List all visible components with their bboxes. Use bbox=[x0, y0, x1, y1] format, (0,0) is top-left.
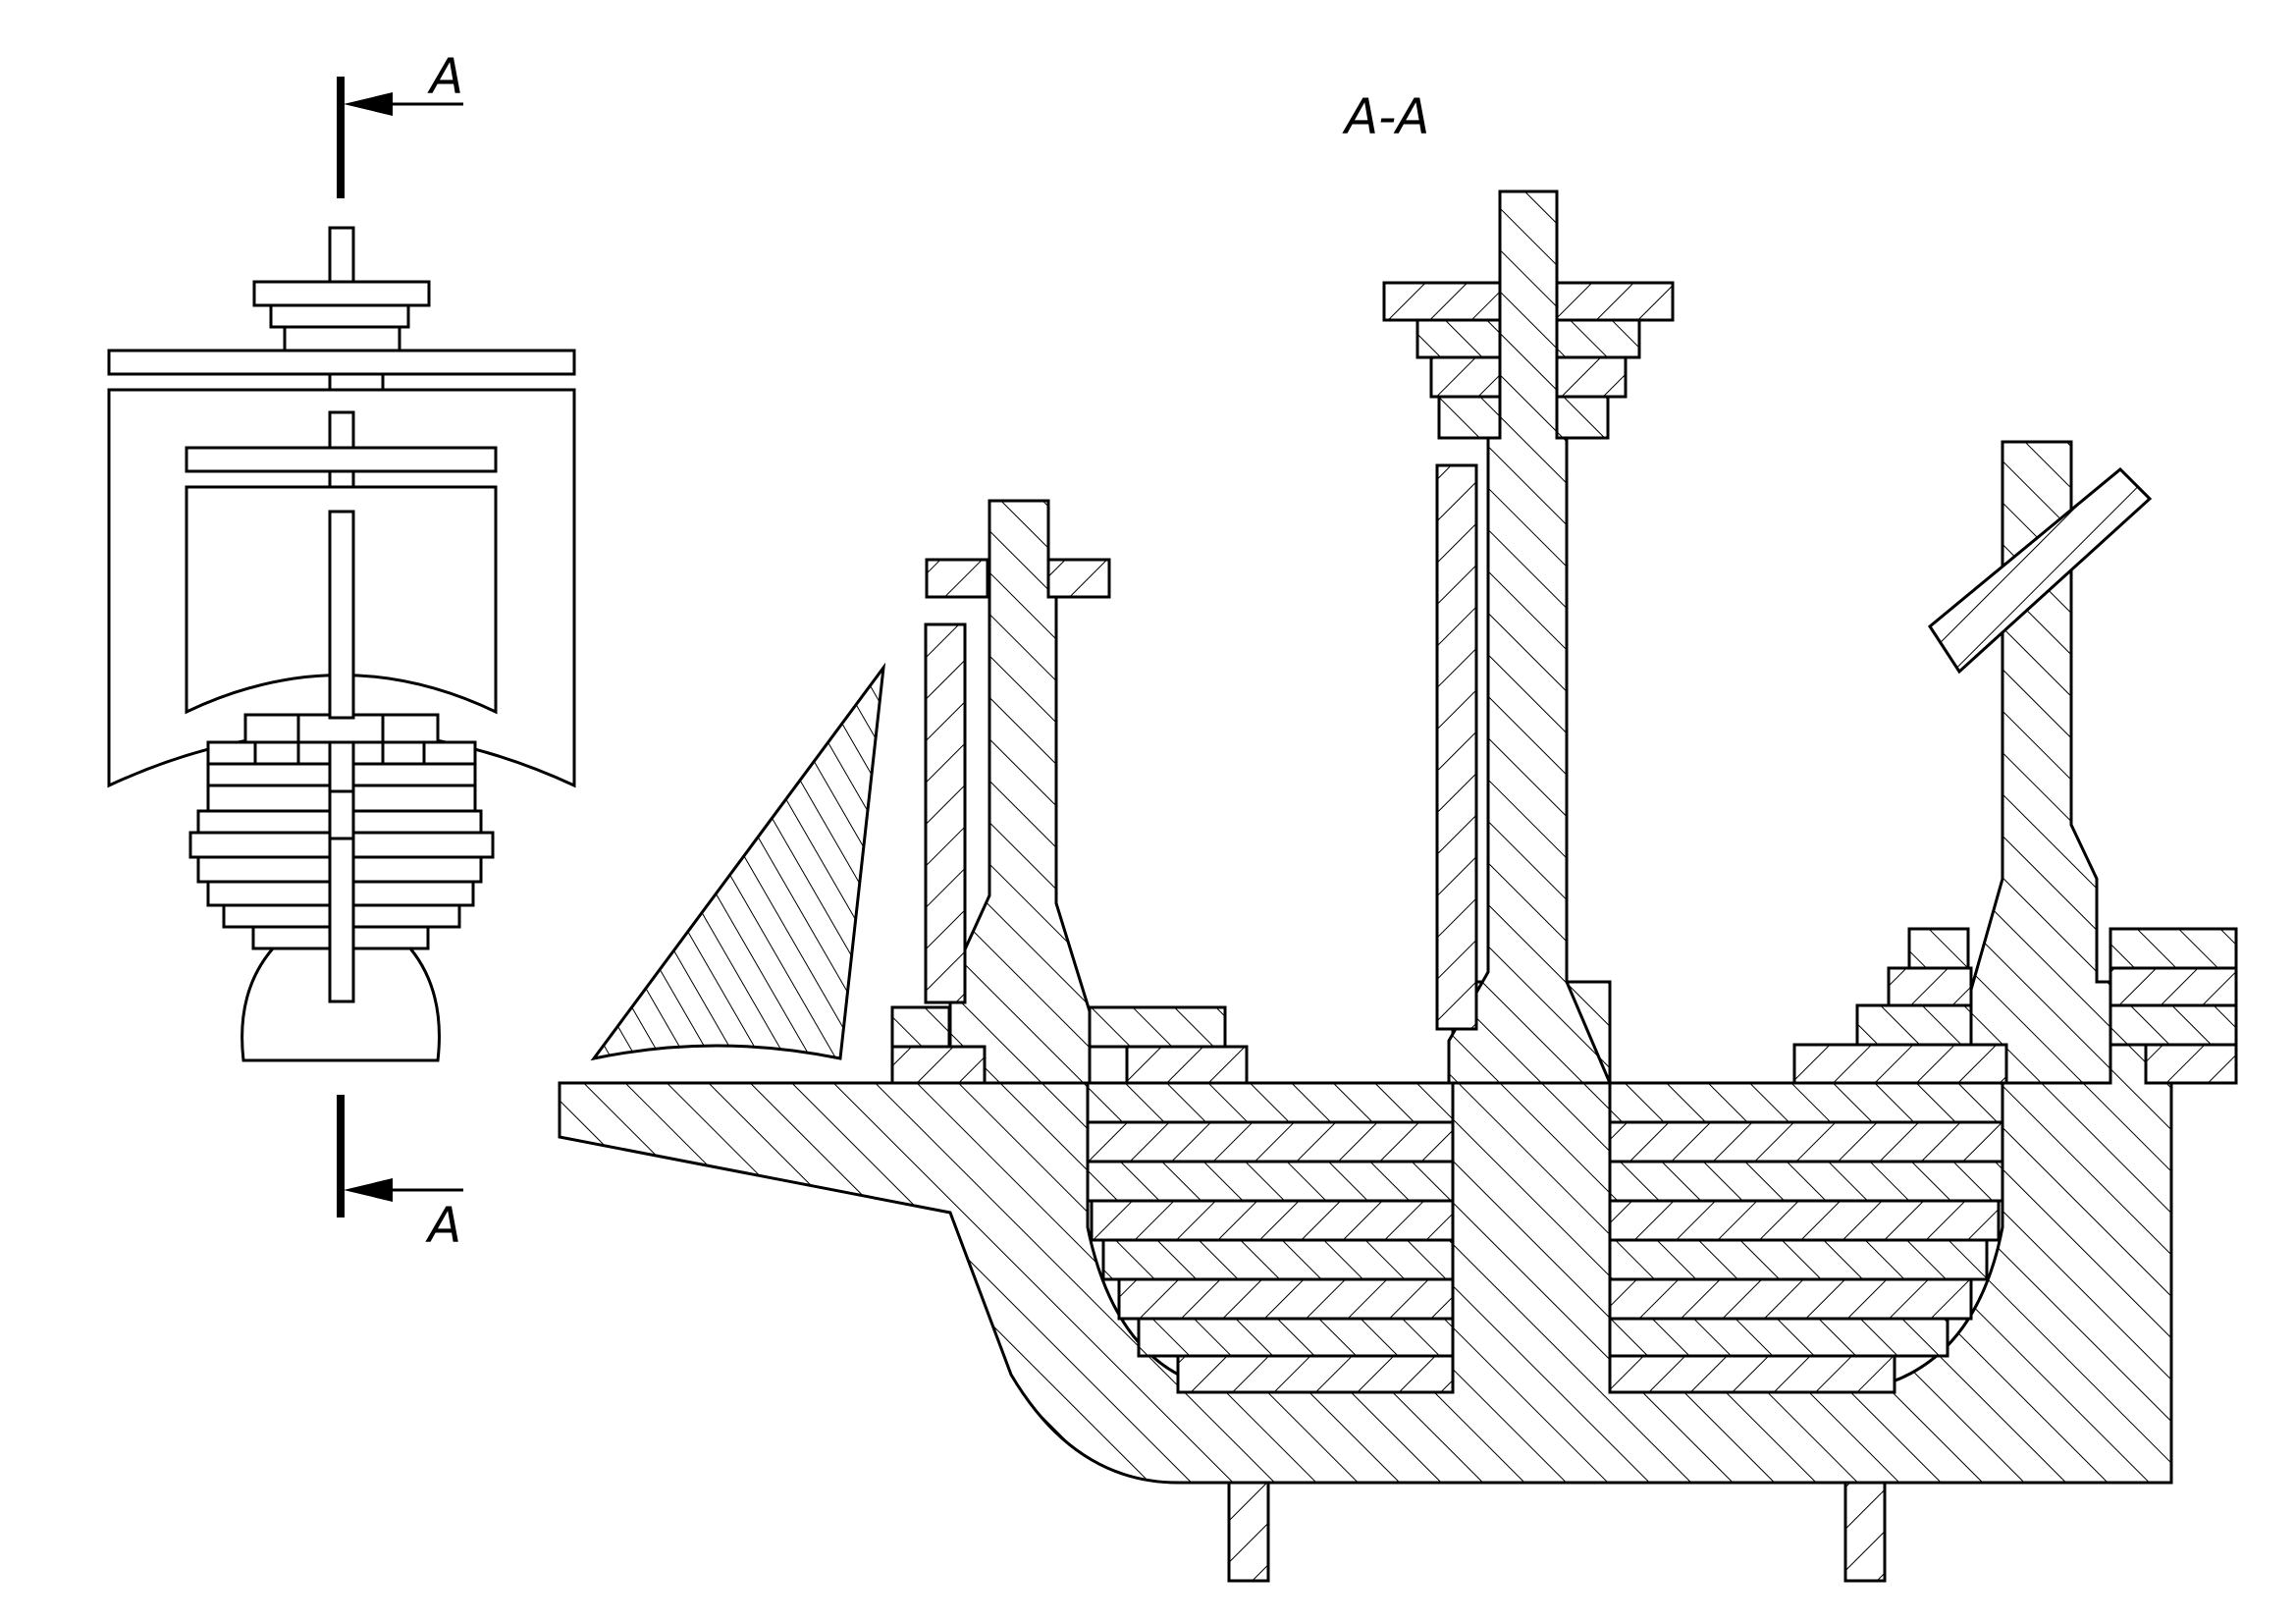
main-mast bbox=[1447, 189, 1613, 1085]
stern-block-4 bbox=[2144, 1043, 2238, 1085]
front-mast-lower-3 bbox=[328, 837, 355, 1003]
aft-step-2 bbox=[1887, 966, 1973, 1007]
cut-label-top: A bbox=[427, 48, 463, 105]
keel-leg-right bbox=[1843, 1481, 1887, 1583]
main-cap-right-4 bbox=[1555, 395, 1610, 440]
aft-step-3 bbox=[1855, 1003, 1973, 1047]
front-mast-upper bbox=[328, 510, 355, 720]
plank-r2 bbox=[1608, 1120, 2004, 1163]
cut-marker-bottom: A bbox=[337, 1095, 463, 1254]
front-yard-mid bbox=[185, 446, 498, 473]
hold-right-planks bbox=[1608, 1081, 2004, 1394]
plank-r8 bbox=[1608, 1354, 1896, 1394]
front-mast-lower-1 bbox=[328, 740, 355, 793]
front-mast-segment-2 bbox=[328, 469, 355, 489]
plank-l2 bbox=[1086, 1120, 1455, 1163]
aft-step-1 bbox=[1907, 927, 1970, 970]
plank-l7 bbox=[1137, 1317, 1455, 1358]
section-title: A-A bbox=[1342, 88, 1429, 145]
main-cap-left-3 bbox=[1429, 355, 1502, 399]
main-cap-left-1 bbox=[1382, 281, 1502, 322]
plank-l8 bbox=[1176, 1354, 1455, 1394]
plank-r6 bbox=[1608, 1277, 1973, 1321]
front-view: A A bbox=[107, 48, 576, 1254]
front-mast-collar bbox=[328, 372, 385, 392]
front-cap-2 bbox=[269, 303, 410, 329]
fore-yard-left bbox=[925, 558, 989, 599]
plank-l1 bbox=[1086, 1081, 1455, 1124]
front-mast-tip bbox=[328, 226, 355, 284]
stern-block-1 bbox=[2109, 927, 2238, 970]
plank-l5 bbox=[1101, 1238, 1455, 1281]
fore-deck-block-1 bbox=[1088, 1005, 1227, 1049]
aft-step-4 bbox=[1792, 1043, 2008, 1085]
front-keel bbox=[240, 947, 441, 1062]
main-cap-left-4 bbox=[1437, 395, 1502, 440]
front-cap-3 bbox=[283, 325, 401, 352]
hold-left-planks bbox=[1086, 1081, 1455, 1394]
cut-label-bottom: A bbox=[425, 1197, 461, 1254]
fore-sail-section bbox=[924, 622, 967, 1004]
front-yard-top bbox=[107, 349, 576, 376]
fore-deck-block-2 bbox=[1125, 1045, 1249, 1085]
main-cap-right-2 bbox=[1555, 318, 1641, 359]
fore-block-2 bbox=[890, 1045, 987, 1085]
front-cap-1 bbox=[252, 280, 431, 307]
stern-block-3 bbox=[2109, 1003, 2238, 1047]
fore-yard-right bbox=[1046, 558, 1111, 599]
section-view: A-A bbox=[558, 88, 2238, 1583]
plank-r5 bbox=[1608, 1238, 1989, 1281]
plank-r3 bbox=[1608, 1160, 2004, 1203]
plank-l3 bbox=[1086, 1160, 1455, 1203]
plank-l6 bbox=[1117, 1277, 1455, 1321]
keel-leg-left bbox=[1227, 1481, 1270, 1583]
stern-block-2 bbox=[2109, 966, 2238, 1007]
main-cap-left-2 bbox=[1415, 318, 1502, 359]
front-mast-lower-2 bbox=[328, 789, 355, 840]
aft-gaff bbox=[1928, 466, 2153, 675]
main-cap-right-3 bbox=[1555, 355, 1628, 399]
main-sail-section bbox=[1435, 463, 1478, 1031]
main-cap-right-1 bbox=[1555, 281, 1675, 322]
jib-sail bbox=[590, 662, 886, 1061]
plank-r1 bbox=[1608, 1081, 2004, 1124]
cut-marker-top: A bbox=[337, 48, 463, 198]
plank-r4 bbox=[1608, 1199, 2001, 1242]
fore-block-1 bbox=[890, 1005, 951, 1049]
front-hull-seams bbox=[253, 715, 426, 764]
front-mast-segment bbox=[328, 410, 355, 450]
plank-r7 bbox=[1608, 1317, 1949, 1358]
plank-l4 bbox=[1090, 1199, 1455, 1242]
